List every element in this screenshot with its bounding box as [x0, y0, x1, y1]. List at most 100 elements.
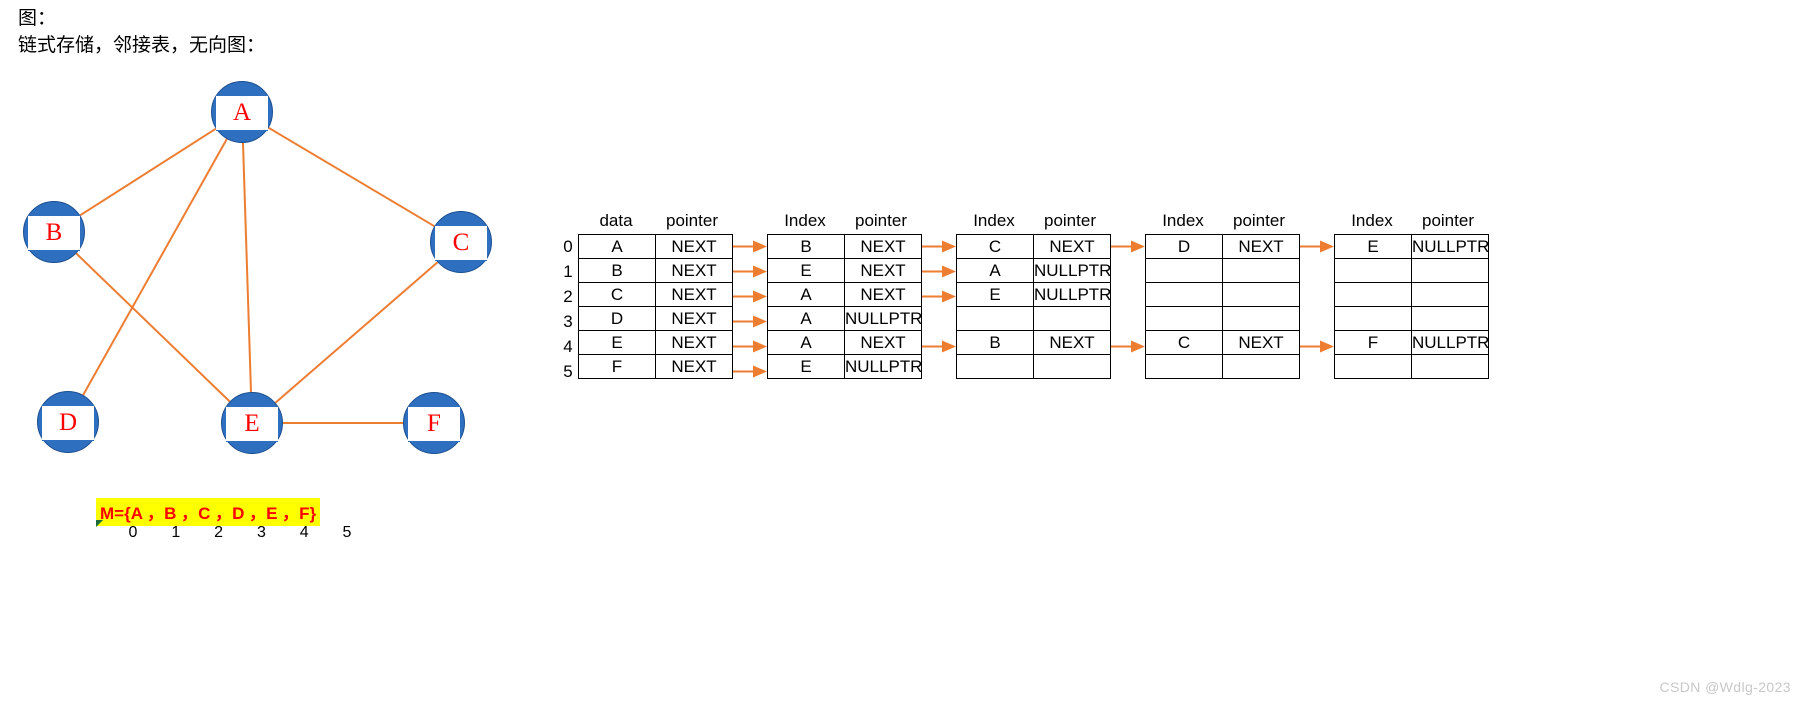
graph-node-label: A — [216, 95, 268, 131]
cell-pointer: NEXT — [655, 306, 733, 331]
m-set-index: 3 — [256, 524, 266, 541]
cell-index: A — [767, 306, 845, 331]
graph-edges-layer — [75, 126, 439, 424]
table-row — [956, 354, 1111, 379]
cell-pointer — [1222, 306, 1300, 331]
column-header-index: Index — [973, 211, 1015, 230]
cell-pointer: NEXT — [655, 234, 733, 259]
cell-index — [1145, 258, 1223, 283]
row-index-label: 5 — [563, 362, 573, 381]
cell-index: D — [1145, 234, 1223, 259]
cell-pointer: NULLPTR — [844, 306, 922, 331]
graph-edge-CE — [274, 261, 439, 404]
cell-index — [1334, 306, 1412, 331]
table-row — [956, 306, 1111, 331]
m-set-index: 0 — [128, 524, 138, 541]
cell-index: C — [956, 234, 1034, 259]
column-header-index: Index — [1162, 211, 1204, 230]
graph-diagram: A B C D E F — [0, 70, 560, 470]
cell-pointer: NEXT — [1222, 330, 1300, 355]
cell-pointer: NEXT — [844, 258, 922, 283]
cell-pointer: NEXT — [844, 234, 922, 259]
graph-node-d[interactable]: D — [37, 391, 99, 453]
column-header-index: Index — [784, 211, 826, 230]
cell-pointer: NULLPTR — [1411, 234, 1489, 259]
cell-pointer: NEXT — [1033, 330, 1111, 355]
cell-pointer — [1033, 306, 1111, 331]
column-header-pointer: pointer — [1233, 211, 1285, 230]
column-header-pointer: pointer — [855, 211, 907, 230]
cell-index: F — [578, 354, 656, 379]
cell-index: A — [578, 234, 656, 259]
graph-node-b[interactable]: B — [23, 201, 85, 263]
heading-line-2: 链式存储，邻接表，无向图： — [18, 35, 266, 56]
graph-edge-BE — [75, 252, 231, 403]
cell-pointer: NEXT — [844, 330, 922, 355]
cell-pointer — [1411, 258, 1489, 283]
cell-pointer — [1222, 258, 1300, 283]
cell-pointer — [1222, 354, 1300, 379]
graph-node-label: D — [42, 405, 94, 441]
cell-index: D — [578, 306, 656, 331]
cell-index — [1145, 306, 1223, 331]
graph-edge-AC — [268, 126, 435, 228]
cell-index: E — [578, 330, 656, 355]
cell-index — [1145, 354, 1223, 379]
graph-node-label: F — [408, 406, 460, 442]
cell-pointer: NEXT — [1222, 234, 1300, 259]
cell-pointer: NEXT — [655, 330, 733, 355]
adjacency-table-2-header: Index pointer — [956, 208, 1108, 234]
cell-index: E — [1334, 234, 1412, 259]
table-row — [1334, 354, 1489, 379]
column-header-data: data — [599, 211, 633, 230]
cell-index: B — [767, 234, 845, 259]
table-row — [1334, 282, 1489, 307]
cell-pointer: NEXT — [655, 354, 733, 379]
graph-node-a[interactable]: A — [211, 81, 273, 143]
column-header-pointer: pointer — [1044, 211, 1096, 230]
row-index-label: 3 — [563, 312, 573, 331]
cell-pointer: NEXT — [1033, 234, 1111, 259]
table-row — [1145, 306, 1300, 331]
cell-pointer: NEXT — [844, 282, 922, 307]
table-row — [1334, 306, 1489, 331]
table-row — [1145, 282, 1300, 307]
m-set-index: 1 — [171, 524, 181, 541]
graph-node-c[interactable]: C — [430, 211, 492, 273]
cell-index: C — [578, 282, 656, 307]
graph-edge-AE — [241, 142, 253, 393]
graph-node-f[interactable]: F — [403, 392, 465, 454]
cell-pointer — [1222, 282, 1300, 307]
cell-pointer — [1411, 354, 1489, 379]
m-set-index: 4 — [299, 524, 309, 541]
cell-index: A — [767, 330, 845, 355]
cell-pointer: NULLPTR — [844, 354, 922, 379]
watermark: CSDN @Wdlg-2023 — [1659, 679, 1791, 695]
table-row — [1334, 258, 1489, 283]
column-header-index: Index — [1351, 211, 1393, 230]
graph-node-e[interactable]: E — [221, 392, 283, 454]
